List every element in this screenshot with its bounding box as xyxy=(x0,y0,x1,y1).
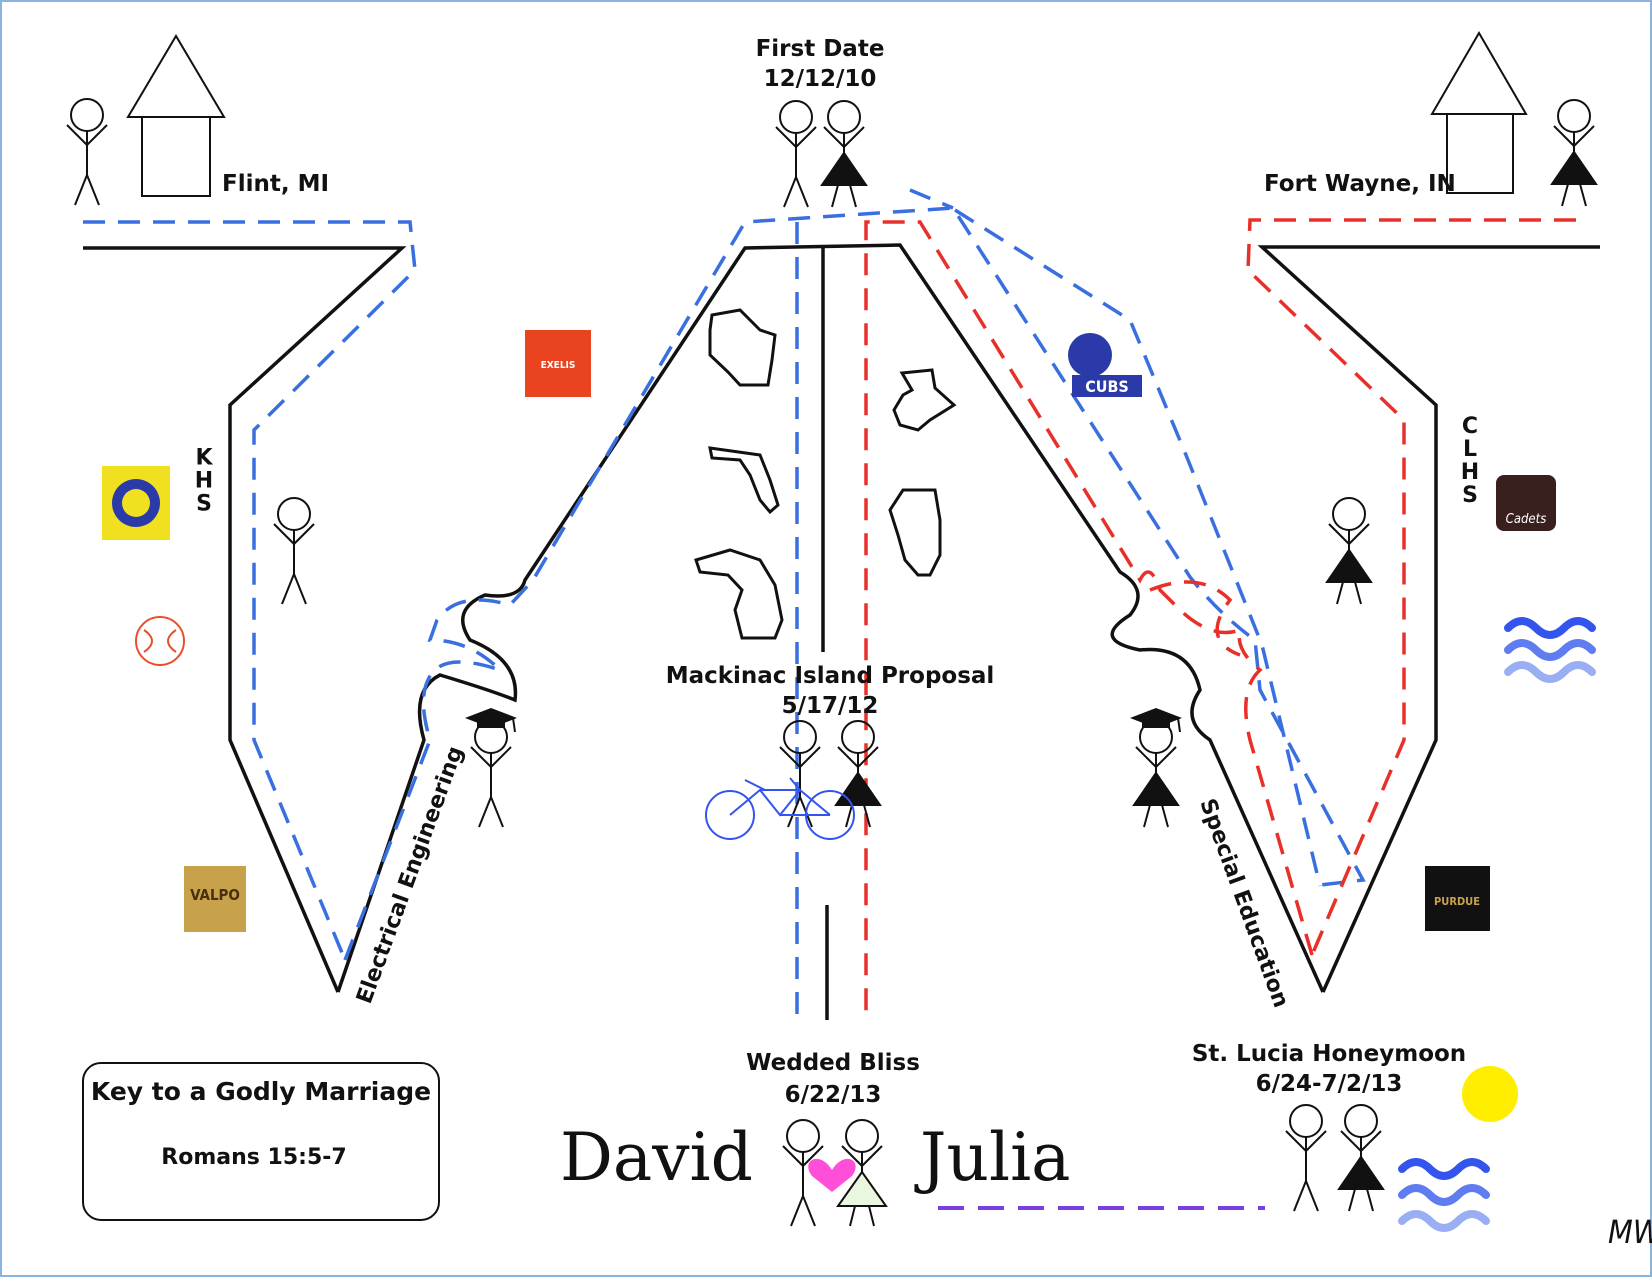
honeymoon-title: St. Lucia Honeymoon xyxy=(1192,1041,1466,1067)
house-icon xyxy=(126,34,226,197)
guatemala-outline-icon xyxy=(892,368,957,432)
cadets-logo: Cadets xyxy=(1496,475,1556,531)
svg-text:VALPO: VALPO xyxy=(190,886,240,904)
artist-signature: MW xyxy=(1608,1213,1652,1251)
valpo-logo: VALPO xyxy=(184,866,246,932)
cubs-logo: CUBS xyxy=(1068,333,1142,397)
wisconsin-outline-icon xyxy=(708,308,777,387)
first-date-date: 12/12/10 xyxy=(764,66,877,92)
svg-text:PURDUE: PURDUE xyxy=(1434,895,1480,908)
exelis-logo: EXELIS xyxy=(525,330,591,397)
key-title: Key to a Godly Marriage xyxy=(91,1077,431,1106)
road-left xyxy=(83,243,1600,1020)
right-home-label: Fort Wayne, IN xyxy=(1264,171,1456,197)
svg-text:EXELIS: EXELIS xyxy=(541,360,576,371)
left-home-label: Flint, MI xyxy=(222,171,329,197)
illinois-outline-icon xyxy=(888,488,942,577)
svg-text:CUBS: CUBS xyxy=(1085,377,1129,396)
right-hs-label: CLHS xyxy=(1458,414,1483,506)
house-icon xyxy=(1430,31,1528,194)
left-hs-label: KHS xyxy=(192,446,217,515)
khs-logo xyxy=(102,466,170,540)
wedding-title: Wedded Bliss xyxy=(746,1050,920,1076)
bicycle-icon xyxy=(705,777,855,840)
key-box: Key to a Godly Marriage Romans 15:5-7 xyxy=(82,1062,440,1221)
groom-name: David xyxy=(560,1119,753,1196)
her-path xyxy=(864,218,1576,1020)
heart-icon xyxy=(808,1158,856,1192)
honeymoon-date: 6/24-7/2/13 xyxy=(1256,1071,1403,1097)
water-waves-icon xyxy=(1398,1158,1490,1232)
sun-icon xyxy=(1462,1066,1518,1122)
wedding-date: 6/22/13 xyxy=(785,1082,882,1108)
svg-text:Cadets: Cadets xyxy=(1506,512,1547,527)
purdue-logo: PURDUE xyxy=(1425,866,1490,931)
florida-outline-icon xyxy=(708,446,780,515)
key-verse: Romans 15:5-7 xyxy=(161,1145,346,1170)
wedding-couple xyxy=(782,1119,888,1227)
his-path xyxy=(83,188,1366,1020)
baseball-icon xyxy=(135,616,185,666)
proposal-title: Mackinac Island Proposal xyxy=(666,663,995,689)
proposal-date: 5/17/12 xyxy=(782,693,879,719)
first-date-title: First Date xyxy=(756,36,885,62)
michigan-outline-icon xyxy=(694,548,784,640)
water-waves-icon xyxy=(1504,617,1596,683)
bride-name: Julia xyxy=(914,1119,1071,1196)
